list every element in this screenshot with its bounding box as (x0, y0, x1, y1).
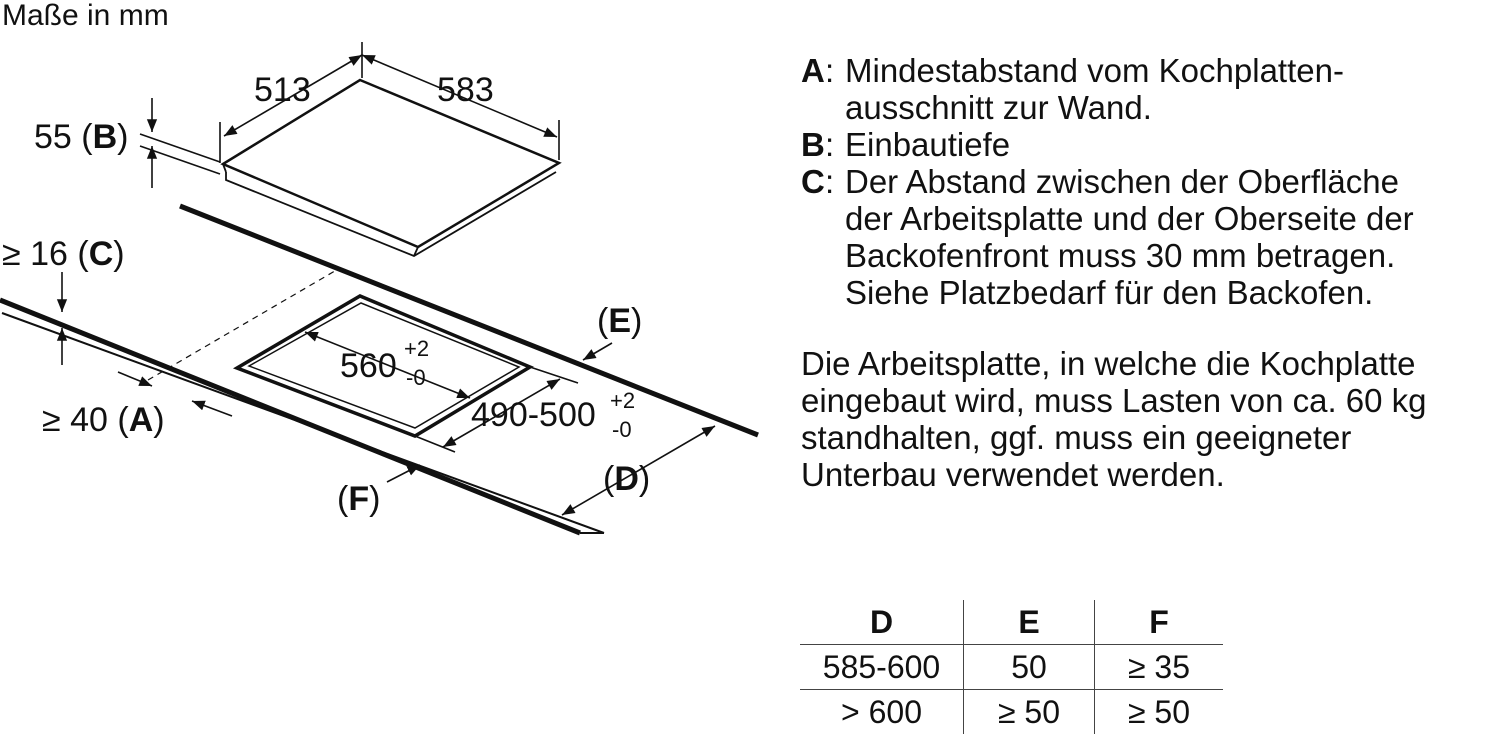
table-cell: 585-600 (800, 644, 964, 690)
label-a-value: ≥ 40 ( (42, 401, 129, 439)
dimension-lines (56, 42, 716, 516)
worktop-front-edge (0, 297, 581, 536)
label-490-tol-minus: -0 (612, 417, 632, 442)
table-cell: ≥ 50 (963, 689, 1095, 734)
dim-f-arrow (386, 464, 421, 483)
worktop-front-lower-edge (1, 312, 605, 534)
label-c: ≥ 16 (C) (2, 235, 125, 273)
table-row: > 600 ≥ 50 ≥ 50 (800, 689, 1223, 734)
guide-dashed-line (147, 267, 341, 381)
table-header-f: F (1094, 600, 1223, 645)
legend-text-a-line: ausschnitt zur Wand. (845, 89, 1152, 126)
dim-583-line (361, 54, 558, 138)
dim-490-line (442, 378, 561, 448)
table-cell: ≥ 35 (1094, 644, 1223, 690)
label-d-close: ) (639, 460, 650, 498)
label-583: 583 (437, 71, 494, 109)
dim-a-arrow-right (191, 400, 233, 417)
note-line: Unterbau verwendet werden. (801, 456, 1225, 493)
label-513: 513 (254, 71, 311, 109)
dimensions-table: D E F 585-600 50 ≥ 35 > 600 ≥ 50 ≥ 50 (800, 600, 1223, 734)
label-490-500: 490-500 (471, 396, 596, 434)
legend-colon-b: : (825, 126, 835, 163)
label-f-open: ( (337, 480, 349, 518)
legend-text-c: Der Abstand zwischen der Oberfläche der … (845, 163, 1491, 311)
units-caption: Maße in mm (2, 0, 169, 32)
table-header-row: D E F (800, 600, 1223, 645)
worktop-back-edge (179, 203, 759, 438)
dim-e-arrow (582, 342, 613, 361)
label-b-value: 55 ( (34, 118, 93, 156)
label-e-close: ) (631, 302, 642, 340)
table-header-d: D (800, 600, 964, 645)
table-cell: > 600 (841, 693, 922, 730)
legend-key-b: B (801, 126, 825, 163)
legend-text-b: Einbautiefe (845, 126, 1491, 163)
table-header-e: E (963, 600, 1095, 645)
label-b-key: B (93, 118, 118, 156)
note-line: Die Arbeitsplatte, in welche die Kochpla… (801, 345, 1416, 382)
label-c-key: C (89, 235, 114, 273)
legend-key-c: C (801, 163, 825, 200)
label-b-close: ) (117, 118, 128, 156)
label-560: 560 (340, 347, 397, 385)
label-560-tol-plus: +2 (404, 336, 429, 361)
dim-b-ext-2 (139, 145, 221, 175)
label-a: ≥ 40 (A) (42, 401, 165, 439)
cutout-inner-outline (247, 302, 521, 429)
table-cell: ≥ 50 (1094, 689, 1223, 734)
label-d-open: ( (603, 460, 615, 498)
dim-513-line (223, 54, 363, 137)
label-f-key: F (348, 480, 369, 518)
legend-item-b: B : Einbautiefe (801, 126, 1491, 163)
legend-text-c-line: der Arbeitsplatte und der Oberseite der (845, 200, 1414, 237)
label-e: (E) (597, 302, 642, 340)
legend-text-c-line: Siehe Platzbedarf für den Backofen. (845, 274, 1374, 311)
label-f: (F) (337, 480, 380, 518)
legend-key-a: A (801, 52, 825, 89)
label-560-tol-minus: -0 (406, 365, 426, 390)
dim-d-line (561, 425, 716, 516)
label-e-open: ( (597, 302, 609, 340)
dim-a-arrow-left (117, 371, 153, 387)
legend-text-b-line: Einbautiefe (845, 126, 1011, 163)
cooktop-side-edge (222, 163, 227, 173)
label-490-tol-plus: +2 (610, 388, 635, 413)
label-d: (D) (603, 460, 650, 498)
legend-colon-c: : (825, 163, 835, 200)
legend-text-a: Mindestabstand vom Kochplatten- ausschni… (845, 52, 1491, 126)
legend-text-c-line: Der Abstand zwischen der Oberfläche (845, 163, 1399, 200)
label-b: 55 (B) (34, 118, 128, 156)
note-line: eingebaut wird, muss Lasten von ca. 60 k… (801, 382, 1427, 419)
label-f-close: ) (369, 480, 380, 518)
label-a-key: A (129, 401, 154, 439)
legend-text-a-line: Mindestabstand vom Kochplatten- (845, 52, 1344, 89)
label-e-key: E (608, 302, 631, 340)
legend-text-c-line: Backofenfront muss 30 mm betragen. (845, 237, 1396, 274)
table-row: 585-600 50 ≥ 35 (800, 644, 1223, 690)
label-c-close: ) (113, 235, 124, 273)
legend: A : Mindestabstand vom Kochplatten- auss… (801, 52, 1491, 311)
table-cell: 50 (963, 644, 1095, 690)
installation-diagram: 513 583 55 (B) ≥ 16 (C) ≥ 40 (A) 560 +2 … (0, 42, 759, 536)
dim-560-line (304, 331, 471, 399)
note-line: standhalten, ggf. muss ein geeigneter (801, 419, 1352, 456)
legend-colon-a: : (825, 52, 835, 89)
label-c-value: ≥ 16 ( (2, 235, 89, 273)
dim-b-ext-1 (139, 133, 221, 163)
legend-item-a: A : Mindestabstand vom Kochplatten- auss… (801, 52, 1491, 126)
label-d-key: D (614, 460, 639, 498)
cooktop-base (225, 171, 557, 258)
worktop-drawing (0, 203, 759, 536)
dim-490-ext-1 (414, 435, 456, 453)
dim-490-ext-2 (529, 366, 579, 384)
cooktop-corner-edge (413, 246, 419, 257)
label-a-close: ) (153, 401, 164, 439)
legend-item-c: C : Der Abstand zwischen der Oberfläche … (801, 163, 1491, 311)
load-note: Die Arbeitsplatte, in welche die Kochpla… (801, 345, 1500, 493)
